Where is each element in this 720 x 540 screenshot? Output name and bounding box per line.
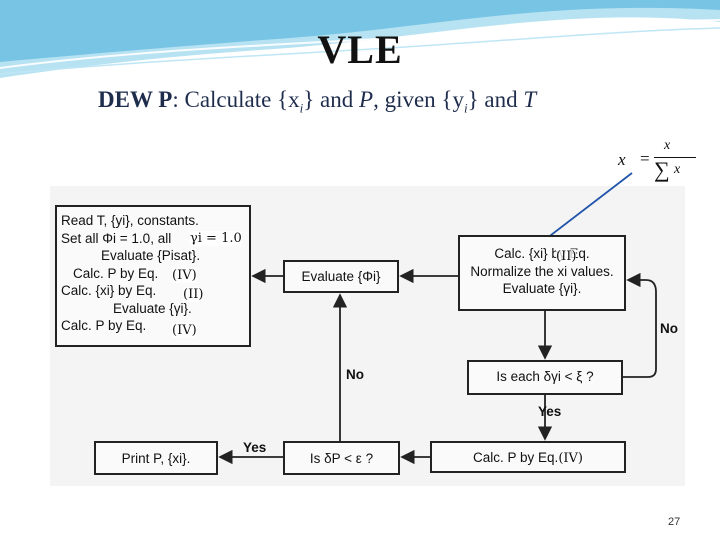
subtitle-sub: i [463,100,468,116]
start-line: Read T, {yi}, constants. [61,213,199,228]
start-line: Calc. P by Eq. [73,265,159,281]
page-number: 27 [668,516,681,528]
note-eq-iv: (IV) [172,323,197,338]
decision-box: Is each δγi < ξ ? [467,360,623,395]
formula-denominator: x [674,162,681,177]
formula-bar [654,157,696,158]
calc-x-box: Calc. {xi} by Eq. Normalize the xi value… [458,235,626,311]
subtitle-bold: DEW P [98,87,173,112]
note-eq-ii: (II) [556,249,577,264]
subtitle-var: P [359,87,374,112]
subtitle-part: , given {y [373,87,464,112]
label-yes-left: Yes [243,440,267,455]
formula-eq: = [640,149,650,168]
note-eq-iv: (IV) [172,268,197,283]
arrow-no-loop [623,272,657,378]
test-box: Is δP < ε ? [283,441,400,475]
start-line: Evaluate {γi}. [113,300,192,316]
note-eq-ii: (II) [183,287,204,302]
evaluate-phi-box: Evaluate {Φi} [283,260,399,293]
start-box: Read T, {yi}, constants. Set all Φi = 1.… [55,205,251,347]
subtitle-part: } and [467,87,524,112]
formula-lhs: x [618,150,626,169]
note-gamma-init: γi = 1.0 [190,231,242,246]
calc-p-text: Calc. P by Eq. [473,450,559,465]
calc-x-line: Calc. {xi} by Eq. [494,246,590,261]
slide-subtitle: DEW P: Calculate {xi} and P, given {yi} … [98,87,536,117]
normalization-formula: x = x ∑ x [618,138,696,186]
label-yes-mid: Yes [538,404,562,419]
calc-p-box: Calc. P by Eq.(IV) [430,441,626,473]
subtitle-part: : Calculate {x [172,87,300,112]
subtitle-part: } and [303,87,359,112]
subtitle-sub: i [299,100,304,116]
formula-numerator: x [664,138,671,153]
calc-x-line: Evaluate {γi}. [502,281,582,296]
start-line: Calc. {xi} by Eq. [61,283,157,298]
start-line: Evaluate {Pisat}. [101,248,201,263]
label-no-right: No [660,321,678,336]
formula-sum: ∑ [654,157,670,182]
subtitle-var: T [523,87,537,112]
header-wave-decoration [0,0,720,78]
start-line: Set all Φi = 1.0, all [61,230,172,246]
note-eq-iv: (IV) [558,451,583,466]
start-line: Calc. P by Eq. [61,318,147,333]
label-no-mid: No [346,367,364,382]
calc-x-line: Normalize the xi values. [470,263,614,279]
print-box: Print P, {xi}. [94,441,218,475]
slide-title: VLE [317,27,403,72]
